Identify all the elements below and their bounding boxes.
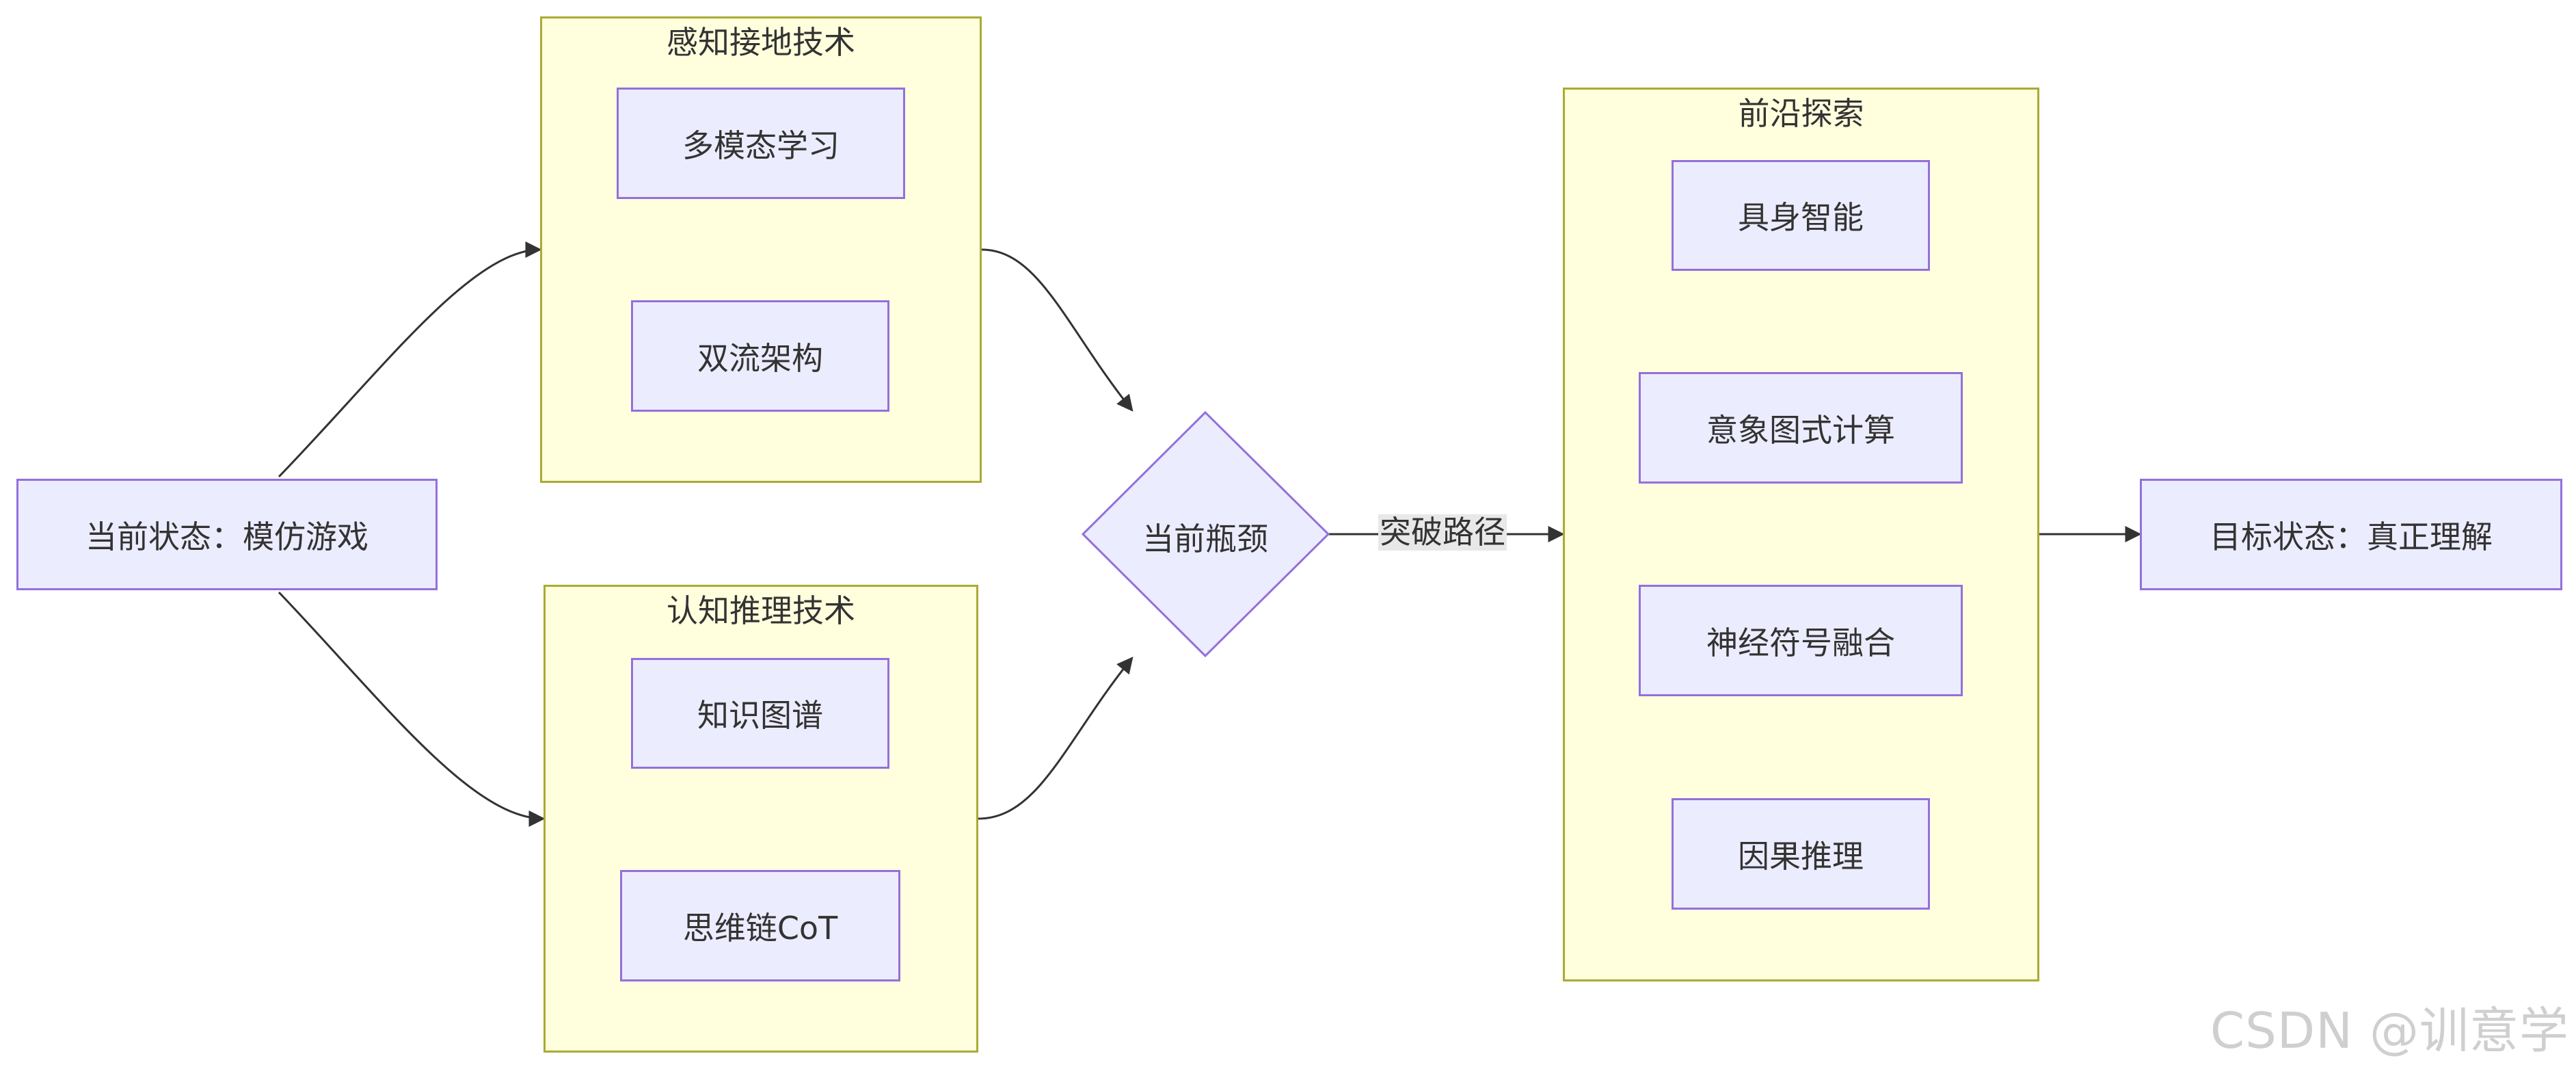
cluster-cognition-title: 认知推理技术 xyxy=(667,592,855,629)
cluster-perception: 感知接地技术 xyxy=(540,16,982,483)
node-label: 思维链CoT xyxy=(682,909,838,947)
node-label: 具身智能 xyxy=(1738,199,1864,236)
bottleneck-node-label[interactable]: 当前瓶颈 xyxy=(1142,520,1268,557)
node-knowledge-graph[interactable]: 知识图谱 xyxy=(631,658,889,769)
node-label: 双流架构 xyxy=(697,339,823,377)
node-label: 因果推理 xyxy=(1738,837,1864,875)
edge-cognition-to-bottleneck xyxy=(978,657,1133,820)
cluster-perception-title: 感知接地技术 xyxy=(667,24,855,61)
node-label: 知识图谱 xyxy=(697,697,823,734)
node-causal-reasoning[interactable]: 因果推理 xyxy=(1672,798,1930,910)
node-dual-stream-architecture[interactable]: 双流架构 xyxy=(631,300,889,412)
start-node-label: 当前状态：模仿游戏 xyxy=(85,518,368,555)
start-node[interactable]: 当前状态：模仿游戏 xyxy=(16,479,438,590)
node-multimodal-learning[interactable]: 多模态学习 xyxy=(617,88,905,199)
node-label: 意象图式计算 xyxy=(1706,411,1895,449)
goal-node-label: 目标状态：真正理解 xyxy=(2210,518,2493,555)
node-neuro-symbolic-fusion[interactable]: 神经符号融合 xyxy=(1639,585,1963,696)
edge-start-to-perception xyxy=(278,241,542,478)
node-embodied-intelligence[interactable]: 具身智能 xyxy=(1672,160,1930,271)
node-chain-of-thought[interactable]: 思维链CoT xyxy=(620,870,900,981)
edge-start-to-cognition xyxy=(278,591,546,827)
bottleneck-diamond xyxy=(1081,410,1330,658)
node-label: 神经符号融合 xyxy=(1706,624,1895,661)
cluster-cognition: 认知推理技术 xyxy=(544,585,978,1053)
cluster-frontier-title: 前沿探索 xyxy=(1738,95,1864,132)
node-label: 多模态学习 xyxy=(682,127,840,164)
breakthrough-path-label: 突破路径 xyxy=(1378,514,1507,551)
goal-node[interactable]: 目标状态：真正理解 xyxy=(2140,479,2562,590)
watermark: CSDN @训意学 xyxy=(2210,1002,2569,1059)
edge-perception-to-bottleneck xyxy=(981,248,1133,412)
node-image-schema-computation[interactable]: 意象图式计算 xyxy=(1639,372,1963,484)
